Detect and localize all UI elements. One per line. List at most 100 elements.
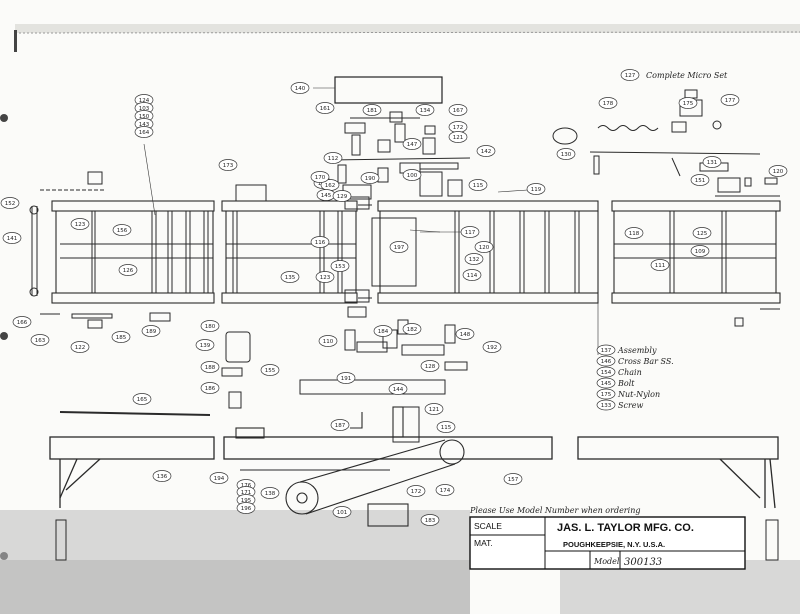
callout-115a: 115 xyxy=(468,179,488,191)
callout-number: 173 xyxy=(223,163,234,169)
callout-194: 194 xyxy=(209,472,229,484)
callout-number: 100 xyxy=(407,173,418,179)
callout-153: 153 xyxy=(330,260,350,272)
callout-184: 184 xyxy=(373,325,393,337)
callout-number: 128 xyxy=(425,364,436,370)
model-label: Model xyxy=(593,557,620,566)
callout-number: 184 xyxy=(378,329,389,335)
callout-number: 183 xyxy=(425,518,436,524)
callout-173: 173 xyxy=(218,159,238,171)
callout-157: 157 xyxy=(503,473,523,485)
callout-121a: 121 xyxy=(448,131,468,143)
callout-number: 181 xyxy=(367,108,378,114)
callout-number: 195 xyxy=(241,498,252,504)
callout-number: 163 xyxy=(35,338,46,344)
callout-number: 109 xyxy=(695,249,706,255)
side-drive-chain xyxy=(235,406,465,527)
callout-122: 122 xyxy=(70,341,90,353)
callout-number: 172 xyxy=(411,489,422,495)
callout-130: 130 xyxy=(556,148,576,160)
callout-110: 110 xyxy=(318,335,338,347)
callout-number: 118 xyxy=(629,231,640,237)
callout-number: 101 xyxy=(337,510,348,516)
callout-number: 103 xyxy=(139,106,150,112)
callout-number: 125 xyxy=(697,231,708,237)
upper-left-parts xyxy=(40,171,267,202)
small-parts-left xyxy=(40,308,780,416)
callout-number: 157 xyxy=(508,477,519,483)
top-plate-140 xyxy=(334,76,443,104)
callout-number: 166 xyxy=(17,320,28,326)
legend-text: Assembly xyxy=(617,346,657,355)
callout-118: 118 xyxy=(624,227,644,239)
callout-number: 115 xyxy=(441,425,452,431)
callout-123a: 123 xyxy=(70,218,90,230)
callout-number: 161 xyxy=(320,106,331,112)
callout-number: 120 xyxy=(479,245,490,251)
callout-number: 145 xyxy=(321,193,332,199)
drive-center-assembly xyxy=(344,196,417,303)
callout-117: 117 xyxy=(460,226,480,238)
callout-number: 112 xyxy=(328,156,339,162)
callout-number: 142 xyxy=(481,149,492,155)
callout-number: 189 xyxy=(146,329,157,335)
legend-number: 146 xyxy=(601,359,612,365)
callout-131: 131 xyxy=(702,156,722,168)
callout-196: 196 xyxy=(236,502,256,514)
callout-number: 177 xyxy=(725,98,736,104)
callout-151: 151 xyxy=(690,174,710,186)
callout-103: 103 xyxy=(134,102,154,114)
callout-172a: 172 xyxy=(448,121,468,133)
callout-number: 121 xyxy=(429,407,440,413)
callout-number: 155 xyxy=(265,368,276,374)
cross-bars xyxy=(91,211,727,293)
callout-140: 140 xyxy=(290,82,310,94)
callout-number: 192 xyxy=(487,345,498,351)
callout-139: 139 xyxy=(195,339,215,351)
callout-number: 194 xyxy=(214,476,225,482)
inner-rails xyxy=(60,243,776,259)
callout-111: 111 xyxy=(650,259,670,271)
callout-187: 187 xyxy=(330,419,350,431)
end-roller-left xyxy=(29,205,39,297)
callout-number: 129 xyxy=(337,194,348,200)
callout-number: 122 xyxy=(75,345,86,351)
callout-101: 101 xyxy=(332,506,352,518)
callout-number: 135 xyxy=(285,275,296,281)
callout-number: 164 xyxy=(139,130,150,136)
callout-number: 186 xyxy=(205,386,216,392)
callout-114: 114 xyxy=(462,269,482,281)
callout-126: 126 xyxy=(118,264,138,276)
callout-128: 128 xyxy=(420,360,440,372)
callout-number: 117 xyxy=(465,230,476,236)
scale-label: SCALE xyxy=(474,521,502,531)
callout-120b: 120 xyxy=(474,241,494,253)
callout-177: 177 xyxy=(720,94,740,106)
upper-drive-parts xyxy=(329,111,471,200)
callout-number: 116 xyxy=(315,240,326,246)
callout-number: 152 xyxy=(5,201,16,207)
callout-number: 121 xyxy=(453,135,464,141)
callout-number: 124 xyxy=(139,98,150,104)
callout-number: 172 xyxy=(453,125,464,131)
callout-number: 196 xyxy=(241,506,252,512)
legend-number: 133 xyxy=(601,403,612,409)
callout-175: 175 xyxy=(678,97,698,109)
callout-number: 167 xyxy=(453,108,464,114)
callout-number: 150 xyxy=(139,114,150,120)
callout-number: 131 xyxy=(707,160,718,166)
callout-number: 175 xyxy=(683,101,694,107)
callout-182: 182 xyxy=(402,323,422,335)
callout-number: 141 xyxy=(7,236,18,242)
callout-120a: 120 xyxy=(768,165,788,177)
legend-text: Cross Bar SS. xyxy=(618,357,674,366)
callout-186: 186 xyxy=(200,382,220,394)
callout-190: 190 xyxy=(360,172,380,184)
callout-115b: 115 xyxy=(436,421,456,433)
conveyor-frame-plan xyxy=(51,200,781,304)
callout-170: 170 xyxy=(310,171,330,183)
